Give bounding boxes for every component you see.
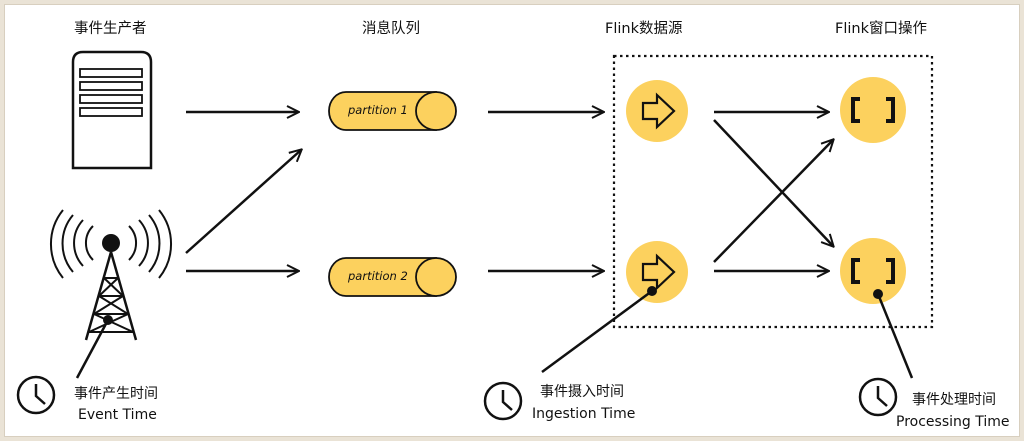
clock-icon (16, 375, 56, 415)
window-node-1 (840, 77, 906, 143)
header-queue: 消息队列 (362, 21, 420, 37)
partition-2-cylinder (328, 257, 457, 297)
radio-tower-icon (50, 209, 172, 341)
arrow-right-icon (641, 92, 676, 130)
header-source: Flink数据源 (605, 21, 683, 37)
processing-time-pointer (876, 293, 914, 379)
source-node-2 (626, 241, 688, 303)
partition-1-cylinder (328, 91, 457, 131)
ingestion-time-label-en: Ingestion Time (532, 406, 636, 422)
window-bracket-icon (851, 258, 895, 284)
arrow-s1-w2 (713, 119, 833, 246)
event-time-pointer (75, 319, 110, 379)
header-producers: 事件生产者 (74, 21, 147, 37)
header-window: Flink窗口操作 (835, 21, 927, 37)
source-node-1 (626, 80, 688, 142)
arrow-tower-p1 (185, 150, 301, 254)
window-node-2 (840, 238, 906, 304)
clock-icon (483, 381, 523, 421)
processing-time-label-cn: 事件处理时间 (912, 392, 996, 408)
event-time-label-en: Event Time (78, 407, 157, 423)
arrow-s2-w1 (713, 140, 833, 263)
ingestion-time-label-cn: 事件摄入时间 (540, 384, 624, 400)
diagram-frame (4, 4, 1020, 437)
ingestion-time-pointer (541, 289, 653, 374)
server-icon (71, 50, 153, 170)
partition-2-label: partition 2 (348, 269, 408, 283)
event-time-label-cn: 事件产生时间 (74, 386, 158, 402)
partition-1-label: partition 1 (348, 103, 408, 117)
clock-icon (858, 377, 898, 417)
window-bracket-icon (851, 97, 895, 123)
arrow-right-icon (641, 253, 676, 291)
processing-time-label-en: Processing Time (896, 414, 1010, 430)
